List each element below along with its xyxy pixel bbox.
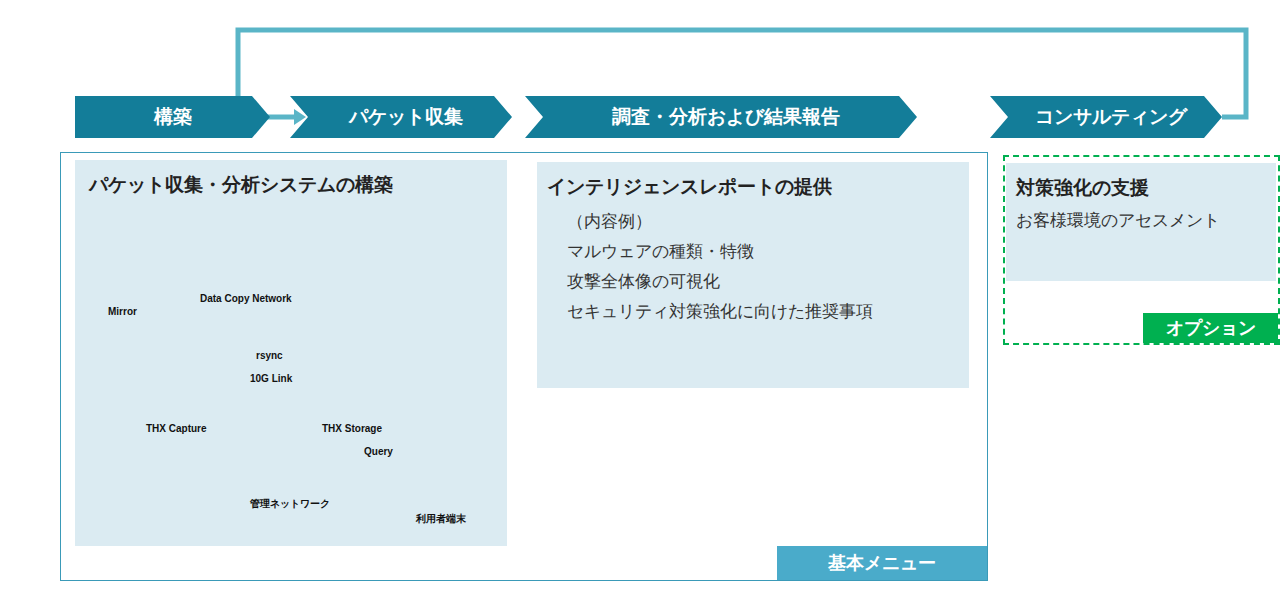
illustration-label: 管理ネットワーク <box>250 497 330 511</box>
illustration-label: THX Capture <box>146 423 207 434</box>
panel-heading: インテリジェンスレポートの提供 <box>547 174 832 200</box>
illustration-label: 10G Link <box>250 373 292 384</box>
menu-tag: 基本メニュー <box>777 546 987 580</box>
service-panel: 対策強化の支援お客様環境のアセスメント <box>1006 163 1276 281</box>
option-frame: オプション 対策強化の支援お客様環境のアセスメント <box>1003 155 1280 345</box>
panel-body-text: マルウェアの種類・特徴 <box>567 240 754 263</box>
illustration-label: Mirror <box>108 306 137 317</box>
step-chevron: 調査・分析および結果報告 <box>525 96 917 138</box>
panel-heading: 対策強化の支援 <box>1016 175 1149 201</box>
panel-heading: パケット収集・分析システムの構築 <box>89 172 393 198</box>
panel-body-text: （内容例） <box>567 210 652 233</box>
illustration-label: 利用者端末 <box>416 512 466 526</box>
panel-body-text: セキュリティ対策強化に向けた推奨事項 <box>567 300 873 323</box>
illustration-label: Query <box>364 446 393 457</box>
basic-menu-frame: 基本メニュー パケット収集・分析システムの構築 インテリジェンスレポートの提供 （内容… <box>60 152 988 581</box>
step-label: 調査・分析および結果報告 <box>612 104 840 130</box>
illustration-label: rsync <box>256 350 283 361</box>
step-label: パケット収集 <box>349 104 463 130</box>
step-chevron: パケット収集 <box>290 96 512 138</box>
panel-body-text: 攻撃全体像の可視化 <box>567 270 720 293</box>
service-panel: パケット収集・分析システムの構築 <box>75 160 507 546</box>
illustration-label: THX Storage <box>322 423 382 434</box>
panel-body-text: お客様環境のアセスメント <box>1016 209 1220 232</box>
step-chevron: コンサルティング <box>990 96 1222 138</box>
service-panel: インテリジェンスレポートの提供 （内容例） マルウェアの種類・特徴攻撃全体像の可視化… <box>537 162 969 388</box>
menu-tag: オプション <box>1143 313 1278 343</box>
step-chevron: 構築 <box>75 96 270 138</box>
step-label: 構築 <box>154 104 192 130</box>
illustration-label: Data Copy Network <box>200 293 292 304</box>
step-label: コンサルティング <box>1035 104 1187 130</box>
